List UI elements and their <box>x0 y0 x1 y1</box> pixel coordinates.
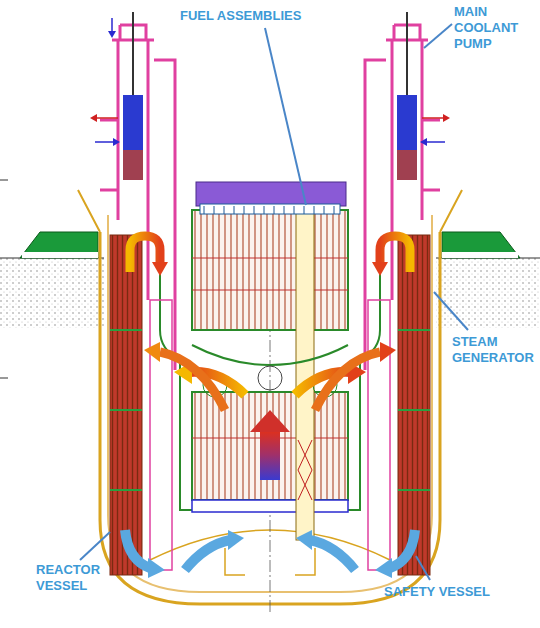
callout-label: REACTOR VESSEL <box>36 562 116 594</box>
callout-label: SAFETY VESSEL <box>384 584 534 600</box>
callout-label: MAIN COOLANT PUMP <box>454 4 536 52</box>
callout-label: FUEL ASSEMBLIES <box>180 8 350 24</box>
callout-label: STEAM GENERATOR <box>452 334 536 366</box>
